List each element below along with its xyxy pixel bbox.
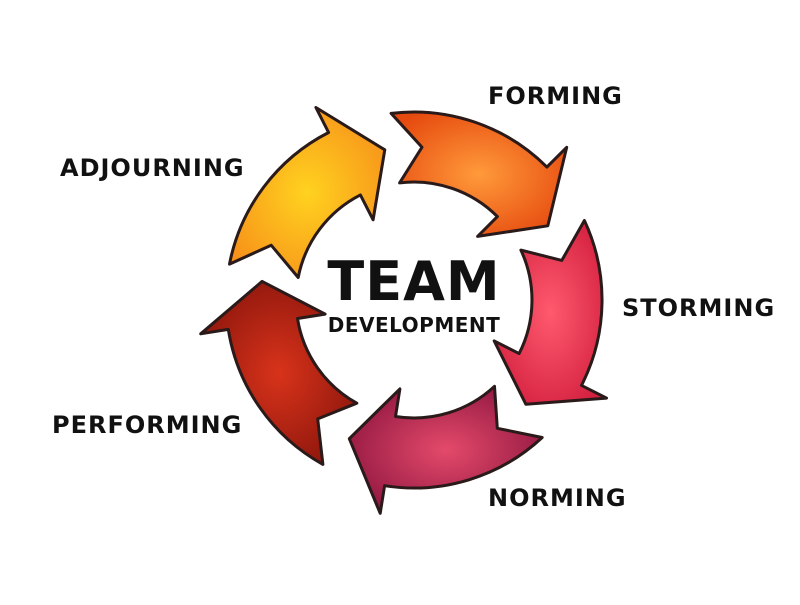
- cycle-segments: [199, 106, 608, 515]
- stage-label-norming: NORMING: [488, 484, 627, 512]
- cycle-arrow-norming: [347, 384, 544, 515]
- stage-label-performing: PERFORMING: [52, 411, 242, 439]
- stage-label-storming: STORMING: [622, 294, 775, 322]
- cycle-arrow-adjourning: [228, 106, 387, 279]
- center-subtitle: DEVELOPMENT: [328, 313, 501, 337]
- stage-label-forming: FORMING: [488, 82, 623, 110]
- stage-label-adjourning: ADJOURNING: [60, 154, 245, 182]
- cycle-arrow-storming: [492, 219, 608, 406]
- cycle-arrow-forming: [389, 110, 569, 238]
- center-title: TEAM: [327, 250, 500, 313]
- cycle-arrow-performing: [199, 279, 359, 466]
